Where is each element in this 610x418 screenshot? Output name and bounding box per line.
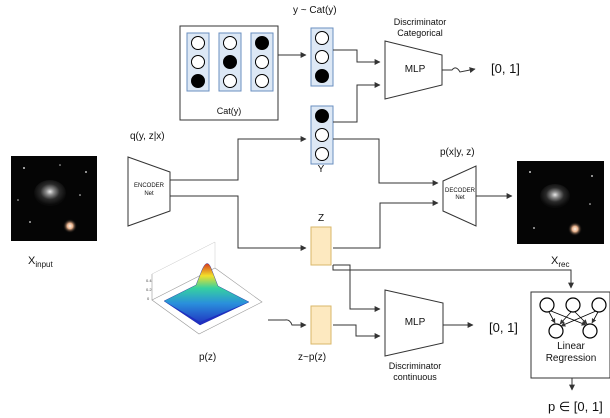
disc-categorical-title: Discriminator Categorical xyxy=(385,17,455,39)
lr-output-node xyxy=(582,323,598,339)
lr-input-node xyxy=(539,297,555,313)
svg-text:0: 0 xyxy=(147,296,150,301)
x-rec-label: Xrec xyxy=(551,255,569,269)
y-latent-vector xyxy=(310,105,334,165)
disc-cat-line1: Discriminator xyxy=(393,17,447,27)
x-rec-main: X xyxy=(551,255,559,267)
one-hot-filled-dot xyxy=(223,55,237,69)
z-label: Z xyxy=(317,213,325,224)
disc-cont-line1: Discriminator xyxy=(388,361,442,371)
z-sample-block xyxy=(310,305,332,345)
disc-cat-line2: Categorical xyxy=(397,28,443,38)
probability-range-label: p ∈ [0, 1] xyxy=(548,399,603,414)
lr-line2: Regression xyxy=(545,353,597,364)
surface-axis-ticks: 0.4 xyxy=(146,278,152,283)
encoder-distribution-label: q(y, z|x) xyxy=(130,131,165,142)
one-hot-filled-dot xyxy=(315,109,329,123)
cat-distribution-box xyxy=(179,25,279,121)
decoder-label: DECODER Net xyxy=(441,188,479,202)
one-hot-empty-dot xyxy=(255,55,269,69)
one-hot-empty-dot xyxy=(223,74,237,88)
gaussian-surface-plot: 0.4 0.2 0 xyxy=(146,241,263,335)
svg-text:0.2: 0.2 xyxy=(146,287,152,292)
lr-line1: Linear xyxy=(557,341,585,352)
x-input-label: Xinput xyxy=(28,255,53,269)
decoder-line1: DECODER xyxy=(444,188,475,194)
galaxy-input-image xyxy=(11,156,97,241)
encoder-line1: ENCODER xyxy=(133,183,164,189)
disc-cont-line2: continuous xyxy=(393,372,437,382)
x-input-main: X xyxy=(28,255,36,267)
lr-connections xyxy=(548,310,599,327)
encoder-net xyxy=(127,156,171,227)
mlp-categorical xyxy=(384,40,443,100)
decoder-net xyxy=(442,165,477,227)
linear-regression-box xyxy=(530,291,610,379)
one-hot-filled-dot xyxy=(255,36,269,50)
disc-continuous-title: Discriminator continuous xyxy=(380,361,450,383)
one-hot-filled-dot xyxy=(191,74,205,88)
y-label: Y xyxy=(317,164,325,175)
connector-lines xyxy=(170,49,575,391)
x-input-sub: input xyxy=(35,260,53,270)
cat-vectors-group xyxy=(186,32,274,92)
one-hot-filled-dot xyxy=(315,69,329,83)
pz-label: p(z) xyxy=(199,352,217,363)
decoder-distribution-label: p(x|y, z) xyxy=(440,147,475,158)
mlp-bottom-label: MLP xyxy=(404,317,426,328)
one-hot-empty-dot xyxy=(255,74,269,88)
one-hot-empty-dot xyxy=(191,55,205,69)
y-sample-vector xyxy=(310,27,334,87)
encoder-line2: Net xyxy=(144,191,154,197)
lr-input-node xyxy=(591,297,607,313)
one-hot-empty-dot xyxy=(315,50,329,64)
encoder-label: ENCODER Net xyxy=(129,182,169,198)
cat-box-label: Cat(y) xyxy=(216,106,242,116)
z-sample-label: z~p(z) xyxy=(298,352,327,363)
output-top-label: [0, 1] xyxy=(491,61,520,76)
one-hot-empty-dot xyxy=(223,36,237,50)
output-bottom-label: [0, 1] xyxy=(489,320,518,335)
lr-output-node xyxy=(548,323,564,339)
lr-input-node xyxy=(565,297,581,313)
one-hot-empty-dot xyxy=(315,147,329,161)
decoder-line2: Net xyxy=(455,195,465,201)
mlp-top-label: MLP xyxy=(404,64,426,75)
mlp-continuous xyxy=(384,289,444,357)
one-hot-empty-dot xyxy=(315,31,329,45)
x-rec-sub: rec xyxy=(558,260,570,270)
one-hot-empty-dot xyxy=(191,36,205,50)
one-hot-empty-dot xyxy=(315,128,329,142)
galaxy-reconstructed-image xyxy=(517,161,604,244)
linear-regression-label: Linear Regression xyxy=(533,341,609,365)
y-sample-label: y ~ Cat(y) xyxy=(293,5,337,16)
z-latent-block xyxy=(310,226,332,266)
